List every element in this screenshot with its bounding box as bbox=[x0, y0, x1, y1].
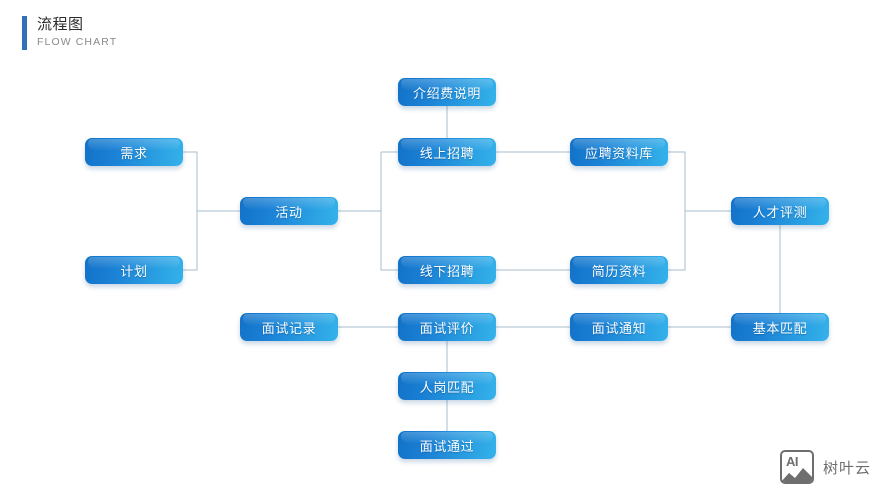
flow-node-online-recruit[interactable]: 线上招聘 bbox=[398, 138, 496, 166]
flow-node-offline-recruit[interactable]: 线下招聘 bbox=[398, 256, 496, 284]
flow-node-demand[interactable]: 需求 bbox=[85, 138, 183, 166]
flow-node-label: 需求 bbox=[120, 145, 148, 161]
watermark-text: 树叶云 bbox=[822, 459, 871, 477]
flow-node-basic-match[interactable]: 基本匹配 bbox=[731, 313, 829, 341]
page-subtitle: FLOW CHART bbox=[37, 36, 118, 48]
flow-node-label: 介绍费说明 bbox=[412, 85, 481, 101]
page-header: 流程图 FLOW CHART bbox=[22, 16, 117, 50]
flow-node-plan[interactable]: 计划 bbox=[85, 256, 183, 284]
flow-node-activity[interactable]: 活动 bbox=[240, 197, 338, 225]
connector-demand-to-bracket bbox=[183, 151, 198, 271]
flow-node-resume-data[interactable]: 简历资料 bbox=[570, 256, 668, 284]
flow-node-applicant-db[interactable]: 应聘资料库 bbox=[570, 138, 668, 166]
flow-node-interview-eval[interactable]: 面试评价 bbox=[398, 313, 496, 341]
flow-node-label: 面试通知 bbox=[591, 320, 647, 336]
watermark: AI 树叶云 bbox=[779, 450, 871, 484]
flow-node-job-match[interactable]: 人岗匹配 bbox=[398, 372, 496, 400]
flow-node-label: 活动 bbox=[275, 204, 303, 220]
page-title: 流程图 bbox=[37, 16, 84, 33]
flow-node-label: 人岗匹配 bbox=[419, 379, 475, 395]
flow-node-label: 计划 bbox=[120, 263, 148, 279]
flow-node-interview-pass[interactable]: 面试通过 bbox=[398, 431, 496, 459]
flow-node-label: 面试记录 bbox=[261, 320, 317, 336]
header-text-block: 流程图 FLOW CHART bbox=[37, 16, 117, 48]
connector-bracket-recruit bbox=[380, 151, 398, 271]
flow-node-label: 应聘资料库 bbox=[584, 145, 653, 161]
flow-node-interview-record[interactable]: 面试记录 bbox=[240, 313, 338, 341]
flow-node-label: 人才评测 bbox=[752, 204, 808, 220]
ai-icon-label: AI bbox=[785, 454, 799, 469]
ai-image-icon: AI bbox=[779, 450, 814, 484]
flow-node-talent-eval[interactable]: 人才评测 bbox=[731, 197, 829, 225]
flow-node-interview-notice[interactable]: 面试通知 bbox=[570, 313, 668, 341]
flow-node-label: 面试评价 bbox=[419, 320, 475, 336]
flow-node-label: 简历资料 bbox=[591, 263, 647, 279]
flow-node-label: 线下招聘 bbox=[419, 263, 475, 279]
header-accent-bar bbox=[22, 16, 27, 50]
flow-node-label: 面试通过 bbox=[419, 438, 475, 454]
flow-node-intro-fee[interactable]: 介绍费说明 bbox=[398, 78, 496, 106]
mountain-glyph bbox=[781, 468, 812, 482]
flow-node-label: 基本匹配 bbox=[752, 320, 808, 336]
connector-db-to-bracket bbox=[668, 151, 686, 271]
flow-node-label: 线上招聘 bbox=[419, 145, 475, 161]
